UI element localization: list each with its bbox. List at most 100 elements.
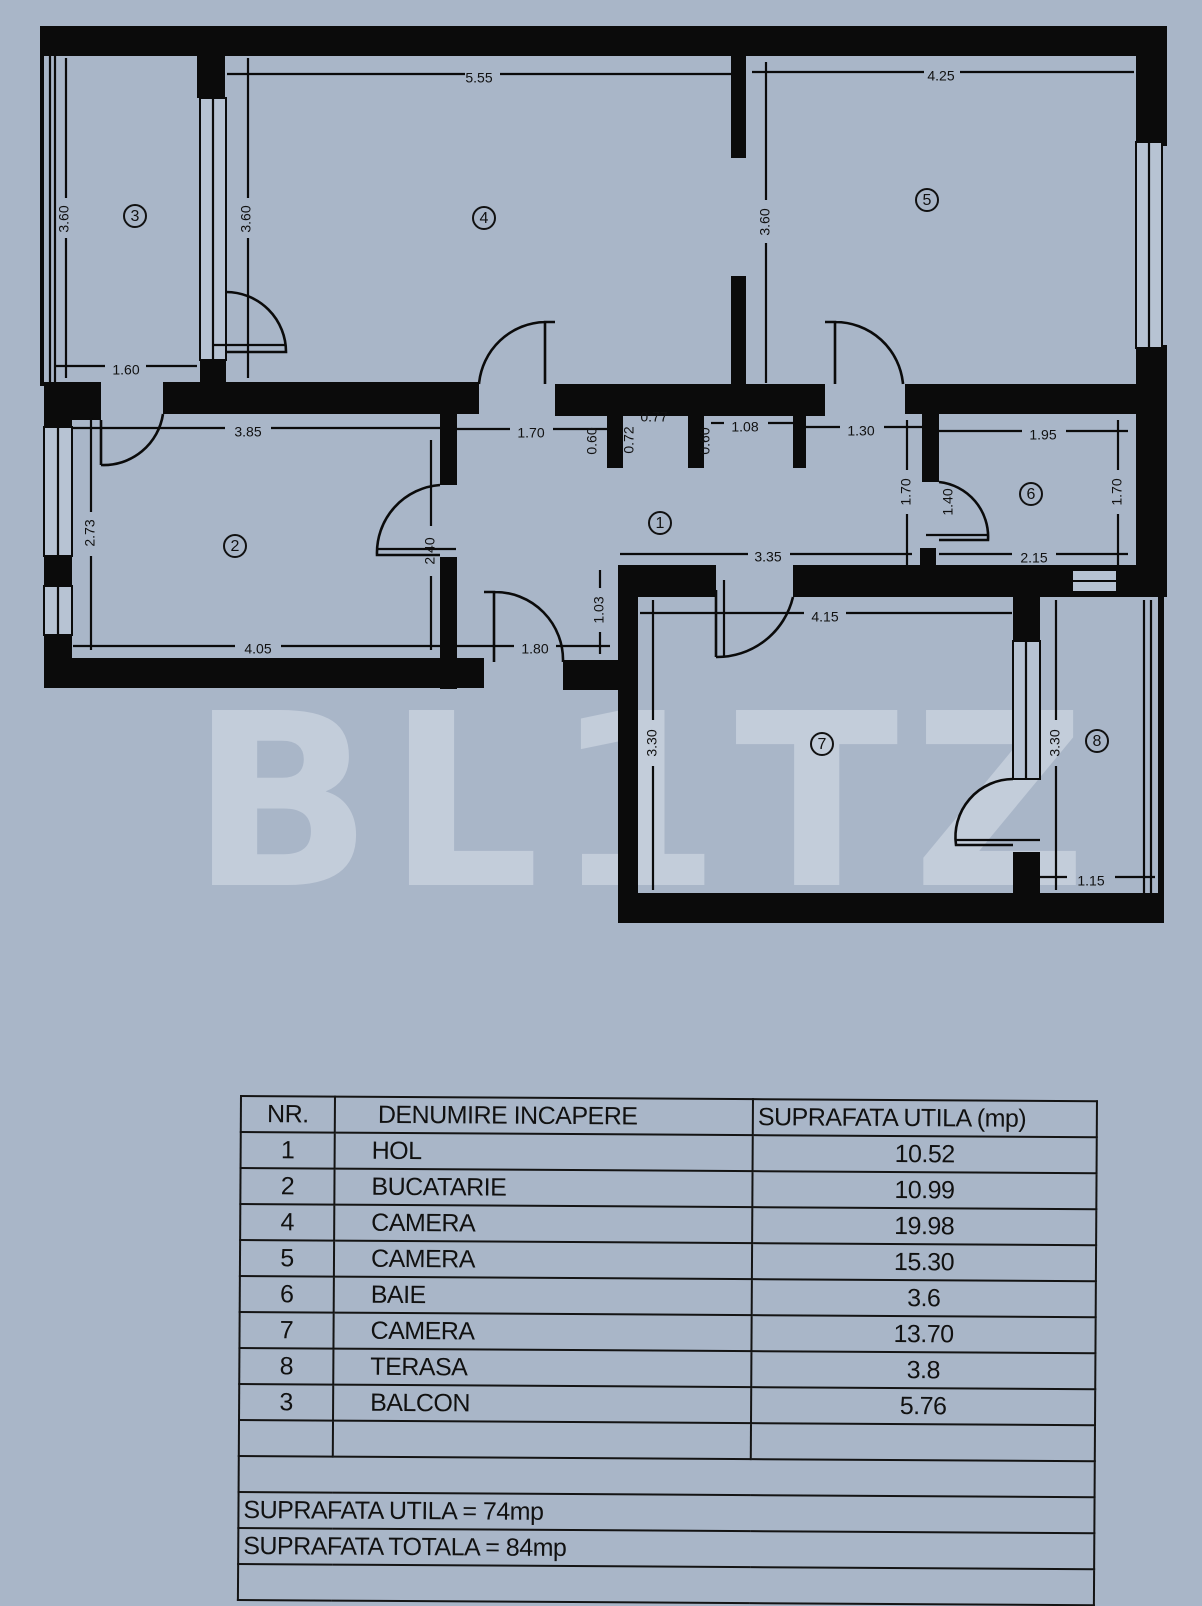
dimension-label: 1.70 [1109, 478, 1125, 505]
table-header-row: NR. DENUMIRE INCAPERE SUPRAFATA UTILA (m… [240, 1096, 1097, 1138]
total-area-summary-row: SUPRAFATA TOTALA = 84mp [238, 1527, 1095, 1570]
room-number-label: 1 [656, 515, 665, 532]
room-name: BAIE [333, 1276, 752, 1316]
dimension-label: 4.05 [244, 641, 271, 657]
table-spacer-row [238, 1455, 1095, 1498]
room-number: 5 [239, 1240, 335, 1277]
room-circle-icon [648, 511, 672, 535]
usable-area-summary-row: SUPRAFATA UTILA = 74mp [238, 1491, 1095, 1534]
dimension-label: 1.70 [517, 425, 544, 441]
dimension-label: 3.60 [238, 205, 254, 232]
empty-cell [750, 1423, 1095, 1462]
doors [99, 290, 1040, 847]
dimension-labels: 5.55 4.25 3.60 3.60 3.60 1.60 3.85 1.70 0.60 0.72… [56, 68, 1125, 889]
dimension-label: 4.25 [927, 68, 954, 84]
room-marker-2: 2 [223, 534, 247, 558]
room-number: 7 [239, 1312, 334, 1349]
room-number-label: 5 [923, 192, 932, 209]
dimension-label: 0.60 [697, 427, 713, 454]
dimension-label: 0.77 [640, 409, 667, 425]
dimension-label: 2.15 [1020, 550, 1047, 566]
room-marker-3: 3 [123, 204, 147, 228]
dimension-label: 2.40 [422, 537, 438, 564]
tail-cell [237, 1563, 1095, 1606]
room-marker-8: 8 [1085, 729, 1109, 753]
room-number: 1 [240, 1132, 335, 1169]
dimension-label: 3.60 [757, 208, 773, 235]
total-area-summary: SUPRAFATA TOTALA = 84mp [238, 1527, 1095, 1570]
rooms-table: NR. DENUMIRE INCAPERE SUPRAFATA UTILA (m… [237, 1095, 1098, 1606]
dimension-label: 3.30 [1047, 729, 1063, 756]
room-number: 3 [239, 1384, 334, 1421]
empty-cell [332, 1420, 752, 1460]
dimension-label: 0.72 [621, 426, 637, 453]
dimension-lines [55, 58, 1155, 890]
dimension-label: 3.35 [754, 549, 781, 565]
room-number-label: 6 [1027, 486, 1036, 503]
room-name: HOL [334, 1132, 753, 1172]
dimension-label: 3.85 [234, 424, 261, 440]
room-marker-5: 5 [915, 188, 939, 212]
room-markers: 1 2 3 4 5 6 7 8 [123, 188, 1109, 756]
room-marker-6: 6 [1019, 482, 1043, 506]
room-area: 10.99 [752, 1171, 1097, 1210]
room-circle-icon [123, 204, 147, 228]
room-area: 19.98 [752, 1207, 1097, 1246]
room-name: BALCON [333, 1384, 752, 1424]
dimension-label: 1.95 [1029, 427, 1056, 443]
dimension-label: 4.15 [811, 609, 838, 625]
room-name: BUCATARIE [334, 1168, 753, 1208]
dimension-label: 1.60 [112, 362, 139, 378]
room-marker-7: 7 [810, 732, 834, 756]
room-circle-icon [810, 732, 834, 756]
dimension-label: 1.15 [1077, 873, 1104, 889]
dimension-label: 1.30 [847, 423, 874, 439]
room-number-label: 3 [131, 208, 140, 225]
dimension-label: 1.70 [898, 478, 914, 505]
room-number: 6 [239, 1276, 334, 1313]
header-room-name: DENUMIRE INCAPERE [334, 1096, 753, 1136]
dimension-label: 2.73 [82, 519, 98, 546]
spacer-cell [238, 1455, 1095, 1498]
header-nr: NR. [240, 1096, 335, 1133]
windows [43, 50, 1163, 893]
table-tail-row [237, 1563, 1095, 1606]
room-area: 5.76 [751, 1387, 1096, 1426]
room-name: CAMERA [333, 1312, 752, 1352]
room-number-label: 7 [818, 736, 827, 753]
room-circle-icon [1085, 729, 1109, 753]
room-name: CAMERA [333, 1240, 753, 1280]
room-area: 13.70 [751, 1315, 1096, 1354]
header-usable-area: SUPRAFATA UTILA (mp) [752, 1099, 1097, 1138]
dimension-label: 0.60 [584, 427, 600, 454]
room-number-label: 2 [231, 538, 240, 555]
usable-area-summary: SUPRAFATA UTILA = 74mp [238, 1491, 1095, 1534]
table-empty-row [238, 1420, 1095, 1462]
room-number-label: 4 [480, 210, 489, 227]
room-area: 10.52 [752, 1135, 1097, 1174]
room-circle-icon [915, 188, 939, 212]
dimension-label: 3.30 [644, 729, 660, 756]
walls [40, 26, 1167, 923]
room-area-table: NR. DENUMIRE INCAPERE SUPRAFATA UTILA (m… [237, 1095, 1098, 1606]
room-number: 2 [240, 1168, 335, 1205]
dimension-label: 1.03 [591, 596, 607, 623]
dimension-label: 5.55 [465, 70, 492, 86]
dimension-label: 3.60 [56, 205, 72, 232]
room-name: TERASA [333, 1348, 752, 1388]
room-name: CAMERA [334, 1204, 753, 1244]
room-circle-icon [1019, 482, 1043, 506]
dimension-label: 1.40 [940, 488, 956, 515]
room-circle-icon [223, 534, 247, 558]
room-marker-1: 1 [648, 511, 672, 535]
empty-cell [238, 1420, 334, 1457]
room-circle-icon [472, 206, 496, 230]
